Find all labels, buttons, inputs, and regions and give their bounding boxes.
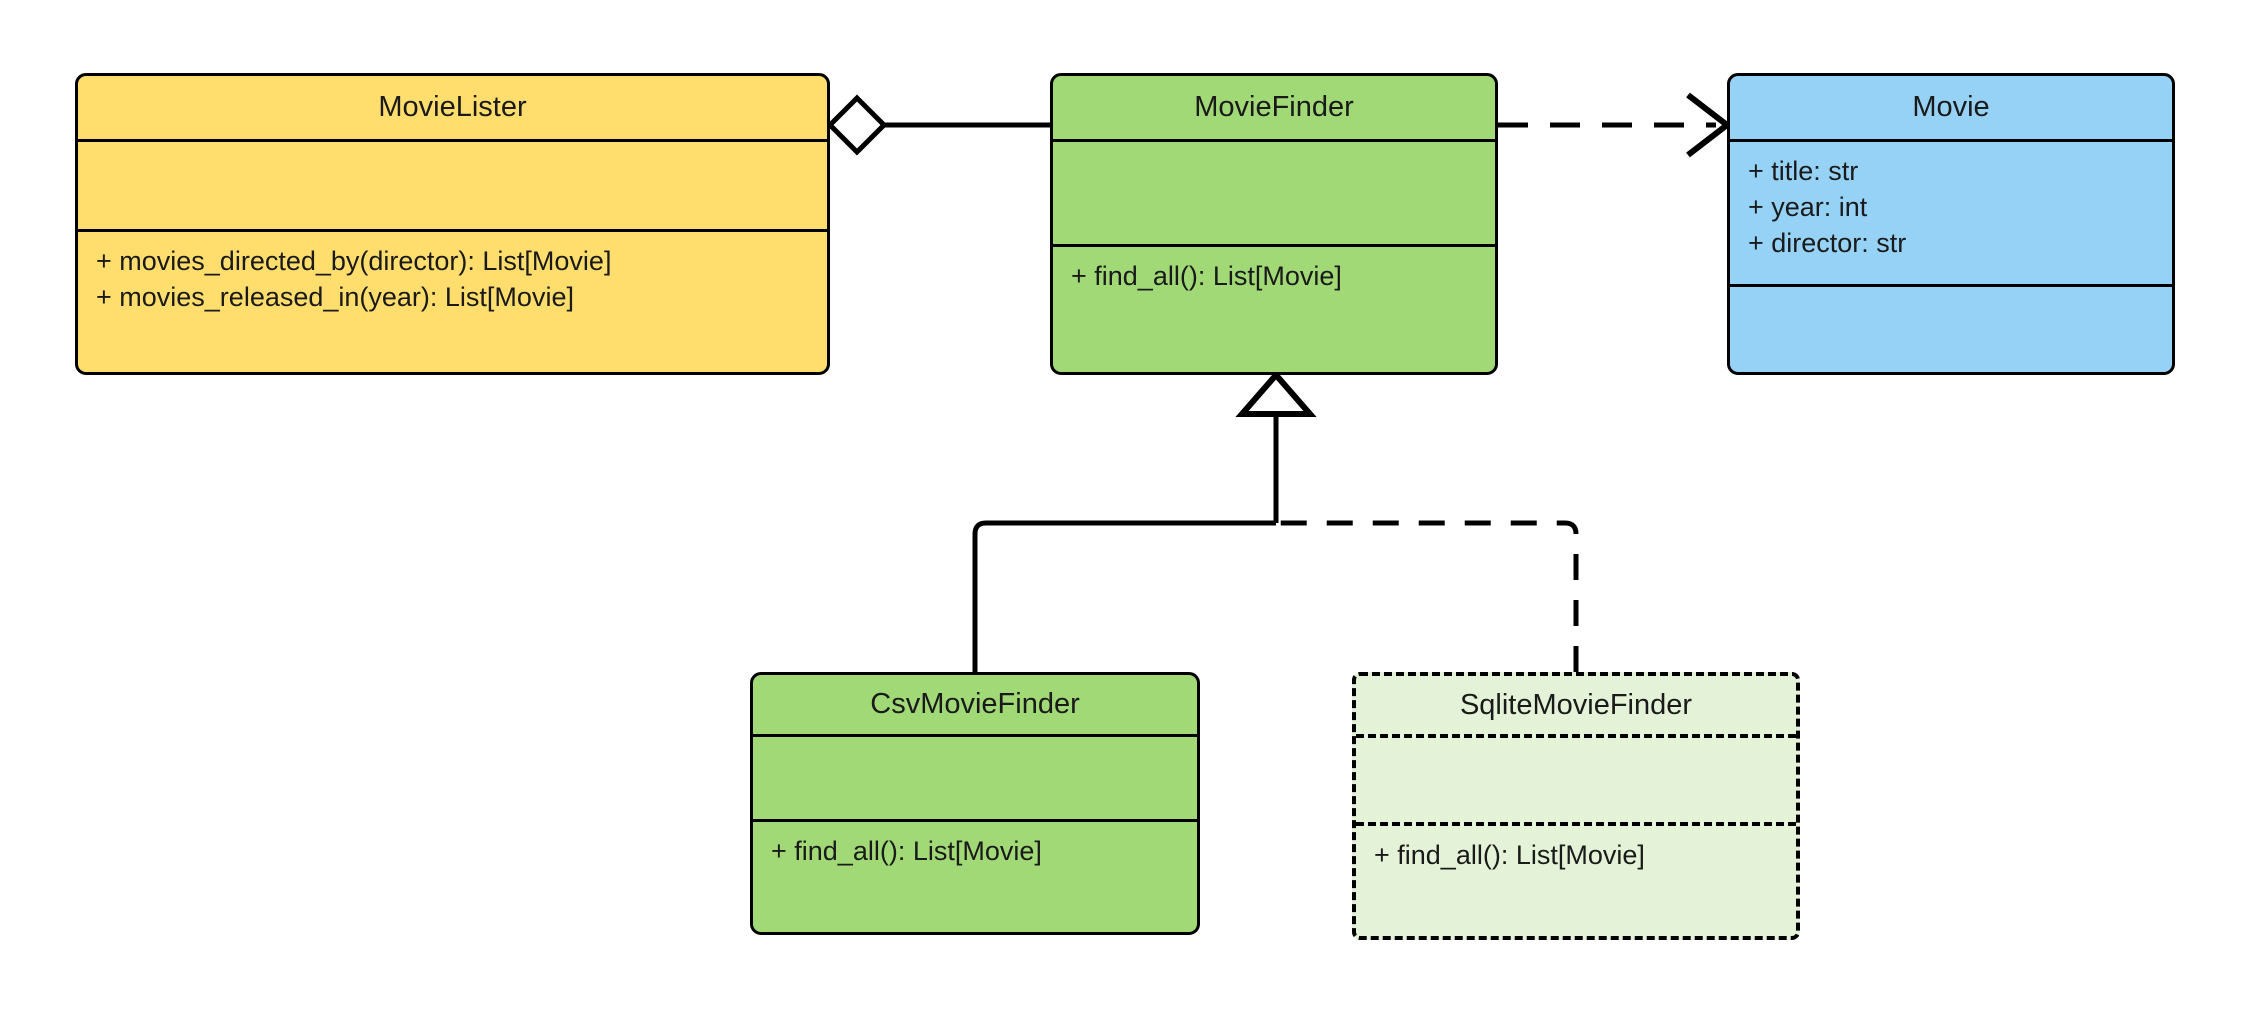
class-box-sqlite-movie-finder[interactable]: SqliteMovieFinder + find_all(): List[Mov… (1352, 672, 1800, 940)
class-name-movie-finder: MovieFinder (1194, 91, 1354, 123)
operations-compartment-movie-finder: + find_all(): List[Movie] (1053, 244, 1495, 372)
attributes-compartment-movie: + title: str + year: int + director: str (1730, 139, 2172, 284)
inheritance-line-sqlite (1276, 520, 1579, 672)
aggregation-lister-finder (826, 94, 1050, 156)
class-name-csv-movie-finder: CsvMovieFinder (870, 688, 1080, 720)
inheritance-csv-finder (972, 520, 1276, 672)
attributes-compartment-movie-lister (78, 139, 827, 229)
operations-compartment-csv-movie-finder: + find_all(): List[Movie] (753, 819, 1197, 932)
inheritance-sqlite-finder (1276, 520, 1579, 672)
attributes-compartment-csv-movie-finder (753, 734, 1197, 819)
class-name-sqlite-movie-finder: SqliteMovieFinder (1459, 688, 1693, 721)
operation-item: + find_all(): List[Movie] (1071, 261, 1342, 291)
class-name-movie: Movie (1912, 91, 1990, 123)
operation-item: + find_all(): List[Movie] (1374, 840, 1645, 870)
inheritance-line-csv (972, 520, 1276, 672)
operations-compartment-movie-lister: + movies_directed_by(director): List[Mov… (78, 229, 827, 372)
inheritance-trunk (1235, 370, 1317, 523)
class-box-movie-finder[interactable]: MovieFinder + find_all(): List[Movie] (1050, 73, 1498, 375)
attributes-compartment-sqlite-movie-finder (1356, 734, 1796, 822)
attribute-item: + director: str (1748, 228, 1907, 259)
open-arrow-icon (1686, 92, 1732, 158)
operations-compartment-movie (1730, 284, 2172, 372)
class-box-movie-lister[interactable]: MovieLister + movies_directed_by(directo… (75, 73, 830, 375)
attribute-item: + title: str (1748, 156, 1859, 186)
class-box-csv-movie-finder[interactable]: CsvMovieFinder + find_all(): List[Movie] (750, 672, 1200, 935)
dependency-finder-movie (1498, 92, 1732, 158)
hollow-triangle-icon (1235, 370, 1317, 417)
operation-item: + movies_directed_by(director): List[Mov… (96, 246, 612, 276)
attributes-compartment-movie-finder (1053, 139, 1495, 244)
hollow-diamond-icon (826, 94, 888, 156)
operations-compartment-sqlite-movie-finder: + find_all(): List[Movie] (1356, 822, 1796, 936)
operation-item: + movies_released_in(year): List[Movie] (96, 282, 574, 313)
operation-item: + find_all(): List[Movie] (771, 836, 1042, 866)
class-name-movie-lister: MovieLister (378, 91, 527, 123)
class-box-movie[interactable]: Movie + title: str + year: int + directo… (1727, 73, 2175, 375)
attribute-item: + year: int (1748, 192, 1868, 223)
